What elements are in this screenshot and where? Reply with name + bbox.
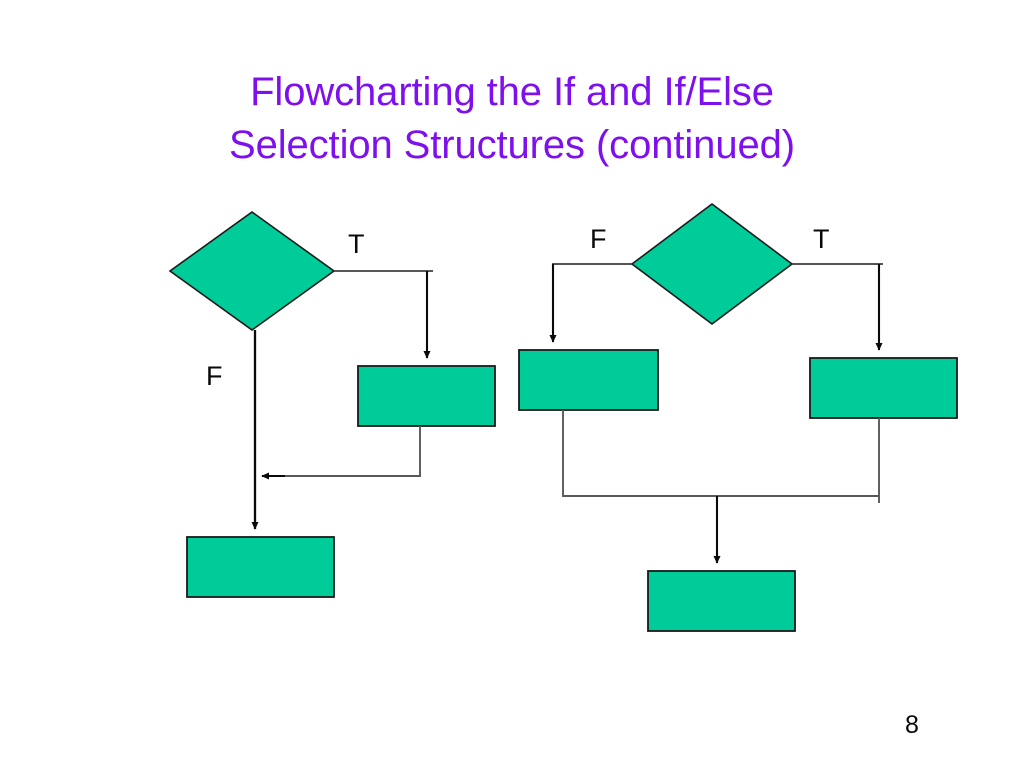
if-else-selection-structure bbox=[518, 203, 958, 632]
ifelse-decision-diamond[interactable] bbox=[630, 203, 794, 325]
ifelse-true-branch-label: T bbox=[813, 224, 830, 254]
if-true-branch-label: T bbox=[348, 229, 365, 259]
ifelse-false-branch-label: F bbox=[590, 224, 607, 254]
ifelse-if-body-process-box[interactable] bbox=[809, 357, 958, 419]
ifelse-next-statement-box[interactable] bbox=[647, 570, 796, 632]
if-merge-connector bbox=[266, 426, 421, 477]
if-selection-structure bbox=[168, 211, 496, 598]
page-title: Flowcharting the If and If/Else Selectio… bbox=[229, 70, 795, 167]
ifelse-merge-left-connector bbox=[562, 410, 717, 497]
ifelse-else-body-process-box[interactable] bbox=[518, 349, 659, 411]
ifelse-merge-right-connector bbox=[717, 418, 880, 503]
page-number: 8 bbox=[905, 711, 919, 739]
if-decision-diamond[interactable] bbox=[168, 211, 336, 331]
if-next-statement-box[interactable] bbox=[186, 536, 335, 598]
if-body-process-box[interactable] bbox=[357, 365, 496, 427]
if-false-branch-label: F bbox=[206, 361, 223, 391]
